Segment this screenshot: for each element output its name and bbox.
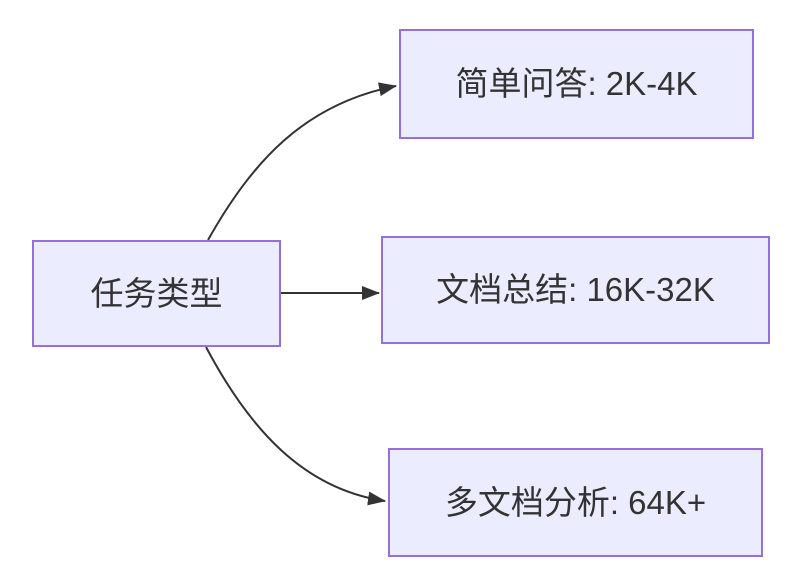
node-simple-qa-label: 简单问答: 2K-4K bbox=[455, 65, 698, 103]
node-simple-qa: 简单问答: 2K-4K bbox=[399, 29, 754, 139]
node-task-type-label: 任务类型 bbox=[90, 274, 223, 312]
node-doc-summary-label: 文档总结: 16K-32K bbox=[436, 271, 715, 309]
edge-root-to-simple-qa bbox=[207, 82, 397, 241]
edge-root-to-multi-doc bbox=[205, 346, 386, 506]
node-multi-doc: 多文档分析: 64K+ bbox=[388, 448, 763, 557]
node-task-type: 任务类型 bbox=[32, 240, 281, 347]
node-doc-summary: 文档总结: 16K-32K bbox=[381, 236, 770, 344]
node-multi-doc-label: 多文档分析: 64K+ bbox=[444, 483, 707, 521]
